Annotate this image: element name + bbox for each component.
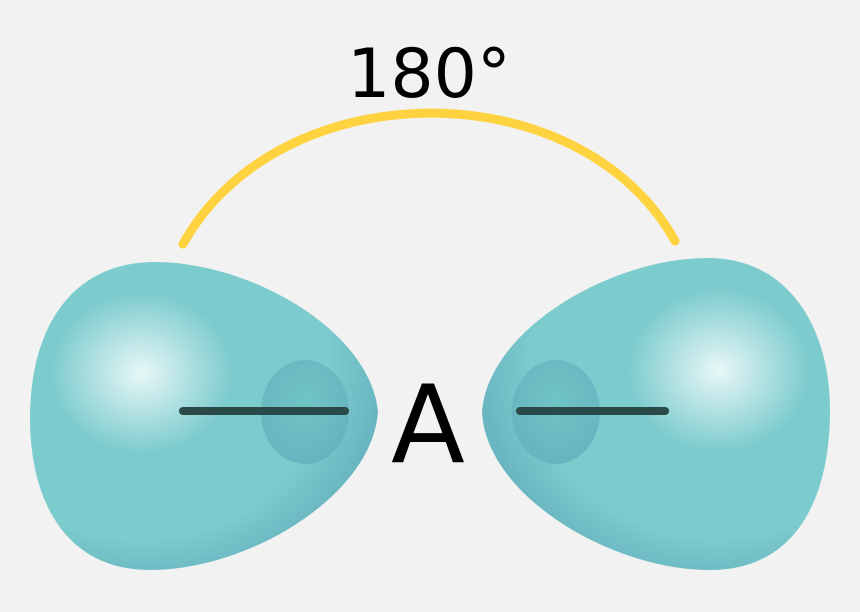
left-electron-lobe [30, 262, 378, 570]
bond-angle-arc [178, 108, 680, 249]
right-electron-lobe [482, 258, 830, 570]
bond-angle-label: 180° [347, 35, 511, 114]
central-atom-label: A [391, 363, 465, 488]
